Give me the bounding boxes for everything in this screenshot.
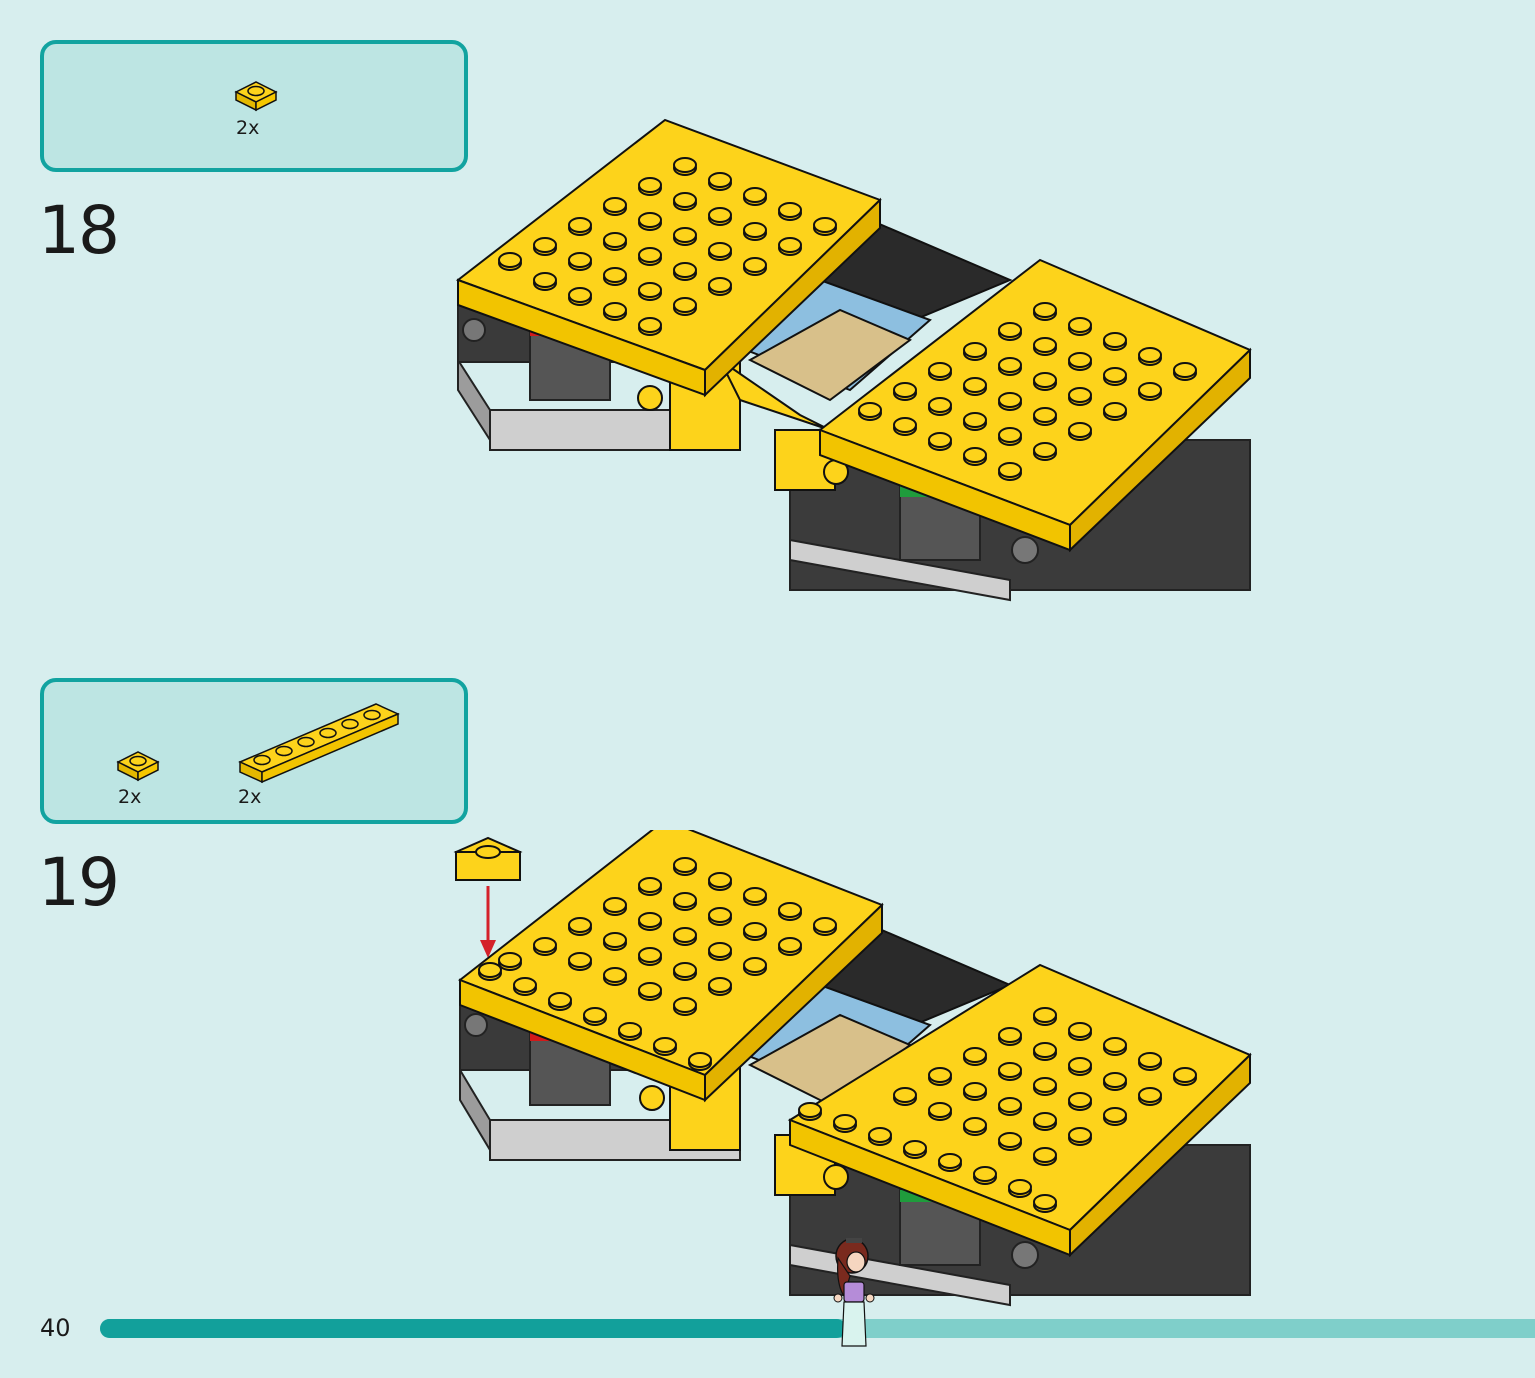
minifigure-progress-marker-icon <box>833 1238 875 1347</box>
yellow-plate-1x1-icon <box>234 81 278 112</box>
page-number: 40 <box>40 1314 71 1342</box>
part-quantity: 2x <box>238 786 262 808</box>
part-quantity: 2x <box>236 117 260 139</box>
yellow-plate-1x1-icon <box>116 751 160 782</box>
step-19-assembly-illustration <box>453 830 1252 1307</box>
yellow-plate-1x6-icon <box>238 703 400 784</box>
progress-bar <box>100 1319 1535 1338</box>
step-number: 19 <box>38 844 120 921</box>
step-18-assembly-illustration <box>455 118 1252 602</box>
progress-bar-fill <box>100 1319 847 1338</box>
part-quantity: 2x <box>118 786 142 808</box>
parts-callout-step-18: 2x <box>40 40 468 172</box>
step-number: 18 <box>38 192 120 269</box>
parts-callout-step-19: 2x 2x <box>40 678 468 824</box>
